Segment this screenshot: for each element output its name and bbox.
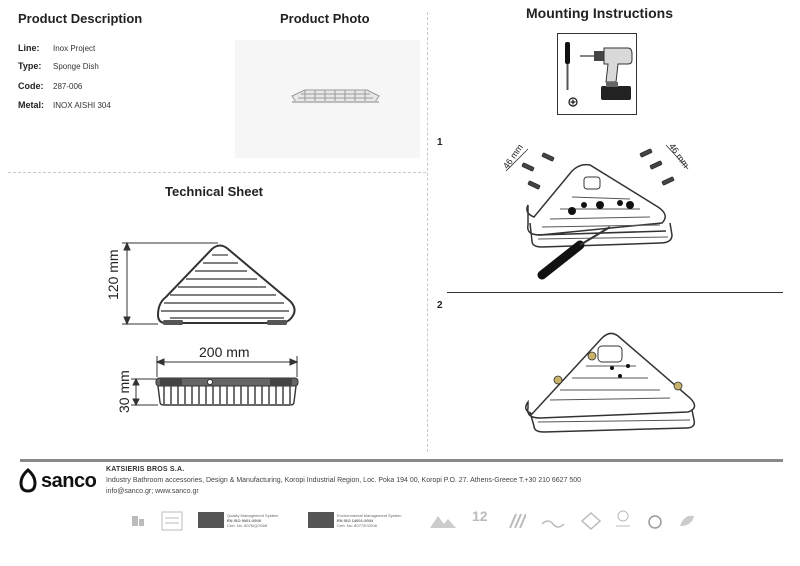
top-view-brackets: [163, 320, 287, 325]
width-dimension-line: [155, 356, 299, 377]
company-address: Industry Bathroom accessories, Design & …: [106, 477, 582, 484]
company-contact: info@sanco.gr; www.sanco.gr: [106, 488, 199, 495]
spec-value: Inox Project: [53, 44, 96, 53]
step-separator: [447, 292, 783, 293]
plus-circle-icon: [568, 97, 578, 107]
mounting-step-1-diagram: 46 mm 46 mm: [501, 141, 691, 280]
product-spec-list: Line: Inox Project Type: Sponge Dish Cod…: [18, 43, 218, 118]
brand-name: sanco: [41, 470, 97, 492]
twelve-year-badge-icon: 12: [472, 508, 488, 524]
hundred-percent-badge-icon: [161, 511, 183, 531]
technical-sheet-title: Technical Sheet: [165, 184, 264, 199]
spec-value: 287-006: [53, 82, 83, 91]
iso9001-text: Quality Management System EN ISO 9001:20…: [227, 513, 307, 528]
horizontal-divider: [8, 172, 426, 173]
wave-logo-icon: [541, 520, 565, 528]
spec-row-metal: Metal: INOX AISHI 304: [18, 100, 218, 118]
cert-line: Cert. No: 8077/E/2008: [337, 523, 377, 528]
spec-row-type: Type: Sponge Dish: [18, 61, 218, 81]
mountain-logo-icon: [430, 516, 456, 528]
footer-bar: [20, 459, 783, 462]
spec-label: Type:: [18, 61, 42, 71]
sun-logo-icon: [616, 510, 630, 527]
height-dimension-line: [122, 241, 218, 326]
spec-value: INOX AISHI 304: [53, 101, 111, 110]
diamond-logo-icon: [580, 511, 602, 531]
drill-dim-left: 46 mm: [501, 142, 525, 170]
mounting-step-2-diagram: [525, 332, 696, 433]
mounting-instructions-title: Mounting Instructions: [526, 5, 673, 21]
building-icon: [132, 516, 144, 526]
spec-row-line: Line: Inox Project: [18, 43, 218, 61]
drill-icon: [580, 47, 633, 100]
company-name: KATSIERIS BROS S.A.: [106, 466, 185, 473]
product-description-title: Product Description: [18, 11, 143, 26]
depth-dim-label: 30 mm: [116, 370, 132, 413]
step-2-number: 2: [437, 300, 443, 311]
leaf-logo-icon: [680, 515, 694, 526]
product-photo: [235, 40, 420, 158]
height-dim-label: 120 mm: [105, 249, 121, 300]
spec-label: Line:: [18, 43, 40, 53]
certification-row: Quality Management System EN ISO 9001:20…: [128, 508, 708, 534]
iso14001-badge-icon: [308, 512, 334, 528]
sanco-logo: sanco: [17, 466, 103, 496]
iso9001-badge-icon: [198, 512, 224, 528]
side-view: [155, 377, 299, 406]
product-photo-title: Product Photo: [280, 11, 370, 26]
top-view-bars: [161, 254, 289, 319]
slash-logo-icon: [509, 513, 526, 529]
cert-line: Cert. No: 8076/Q/2008: [227, 523, 268, 528]
vertical-divider: [427, 12, 428, 452]
sponge-dish-photo-image: [291, 89, 380, 103]
cert-line: EN ISO 9001:2008: [227, 518, 261, 523]
spec-value: Sponge Dish: [53, 62, 99, 71]
width-dim-label: 200 mm: [199, 344, 250, 360]
spec-row-code: Code: 287-006: [18, 81, 218, 100]
step-1-number: 1: [437, 137, 443, 148]
circle-logo-icon: [648, 515, 662, 529]
cert-line: Environmental Management System: [337, 513, 402, 518]
technical-drawing: 120 mm 200 mm: [105, 241, 299, 413]
cert-line: EN ISO 14001:2004: [337, 518, 374, 523]
depth-dimension-line: [131, 377, 158, 407]
tools-box: [557, 33, 637, 115]
iso14001-text: Environmental Management System EN ISO 1…: [337, 513, 417, 528]
drill-dim-right: 46 mm: [667, 141, 691, 169]
sanco-drop-icon: [19, 468, 37, 493]
screwdriver-icon: [565, 42, 570, 90]
cert-line: Quality Management System: [227, 513, 279, 518]
spec-label: Metal:: [18, 100, 45, 110]
screwdriver-icon: [537, 226, 611, 280]
spec-label: Code:: [18, 81, 44, 91]
